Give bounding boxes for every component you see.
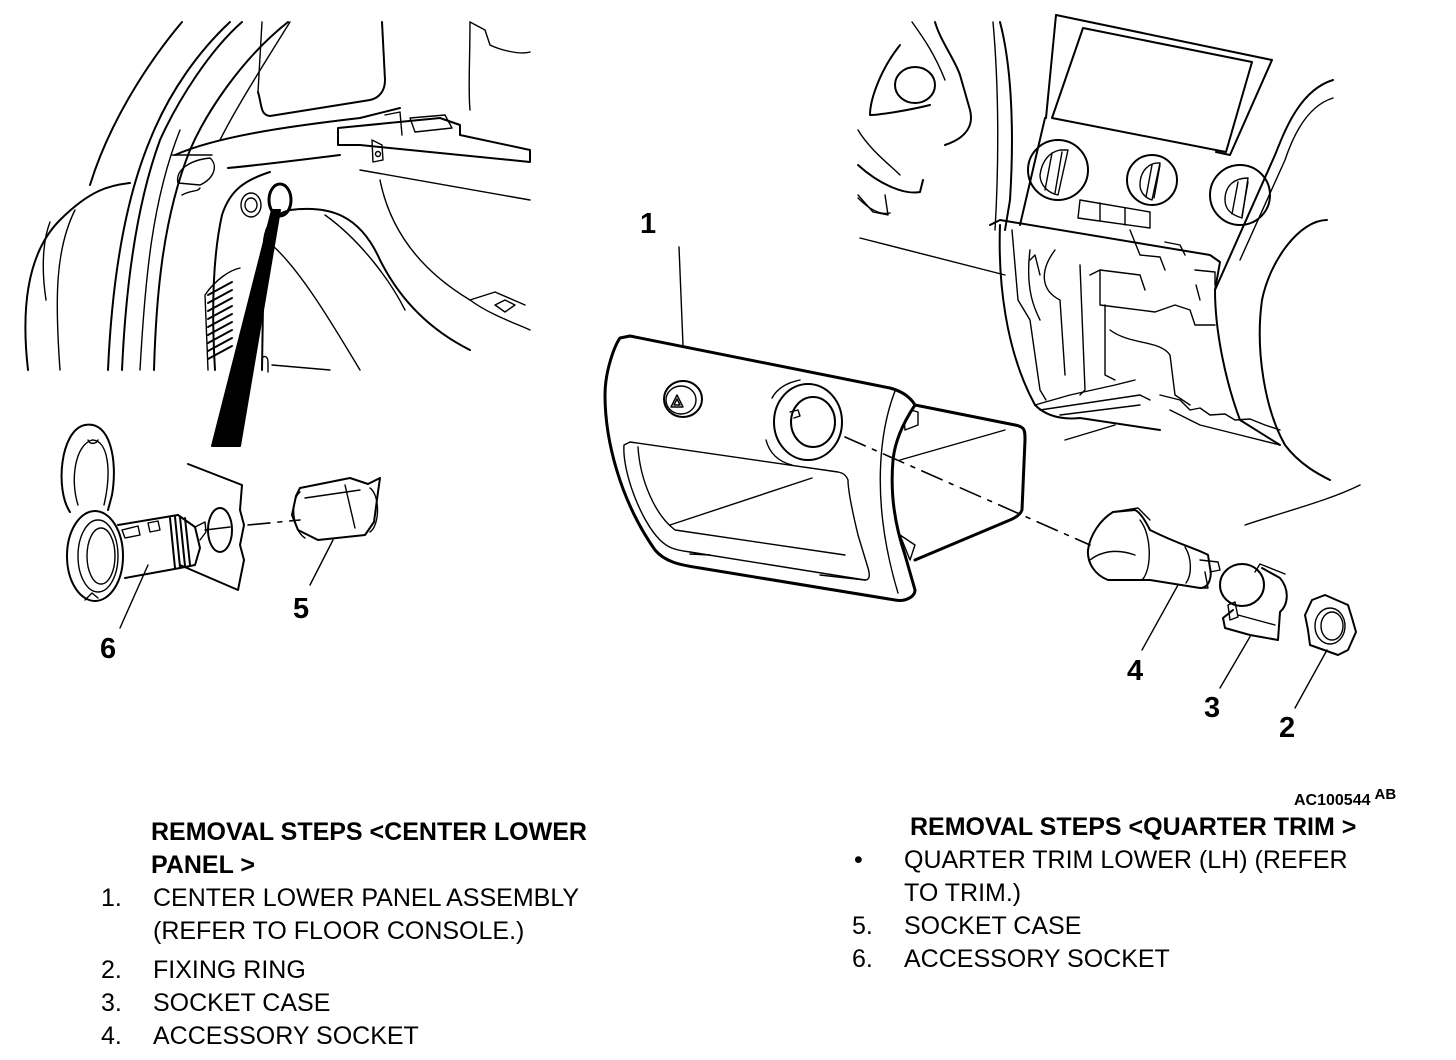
quarter-trim-removal-steps: REMOVAL STEPS <QUARTER TRIM > • QUARTER … <box>852 811 1432 976</box>
step-item: 2. FIXING RING <box>101 954 661 987</box>
callout-6: 6 <box>100 633 117 665</box>
step-text: ACCESSORY SOCKET <box>153 1022 419 1050</box>
dashboard-view <box>857 14 1361 526</box>
leader-4 <box>1141 584 1179 651</box>
step-item: 1. CENTER LOWER PANEL ASSEMBLY (REFER TO… <box>101 882 661 948</box>
center-panel-steps-heading: REMOVAL STEPS <CENTER LOWER PANEL > <box>101 816 661 882</box>
step-text: SOCKET CASE <box>153 989 331 1017</box>
step-number: 6. <box>852 945 873 973</box>
step-item: 4. ACCESSORY SOCKET <box>101 1020 661 1053</box>
bullet-icon: • <box>854 846 863 874</box>
step-text: QUARTER TRIM LOWER (LH) (REFER <box>904 846 1348 874</box>
step-number: 3. <box>101 989 122 1017</box>
leader-5 <box>309 539 334 586</box>
callout-3: 3 <box>1204 692 1221 724</box>
step-item: 5. SOCKET CASE <box>852 910 1432 943</box>
callout-1: 1 <box>640 208 657 240</box>
step-item: 3. SOCKET CASE <box>101 987 661 1020</box>
callout-2: 2 <box>1279 712 1296 744</box>
accessory-socket-4-illustration <box>1086 507 1221 589</box>
step-number: 2. <box>101 956 122 984</box>
step-number: 1. <box>101 884 122 912</box>
step-text: ACCESSORY SOCKET <box>904 945 1170 973</box>
step-number: 4. <box>101 1022 122 1050</box>
heading-line-1: REMOVAL STEPS <CENTER LOWER <box>151 818 587 846</box>
step-item: 6. ACCESSORY SOCKET <box>852 943 1432 976</box>
step-text: CENTER LOWER PANEL ASSEMBLY <box>153 884 580 912</box>
socket-case-3-illustration <box>1219 563 1288 641</box>
leader-2 <box>1294 649 1328 709</box>
accessory-socket-6-illustration <box>60 423 381 602</box>
center-panel-removal-steps: REMOVAL STEPS <CENTER LOWER PANEL > 1. C… <box>101 816 661 1053</box>
callout-4: 4 <box>1127 655 1144 687</box>
quarter-trim-view <box>24 21 531 447</box>
figure-number: AC100544 <box>1294 792 1371 809</box>
step-number: 5. <box>852 912 873 940</box>
leader-3 <box>1219 634 1252 689</box>
step-text-continued: TO TRIM.) <box>904 879 1022 907</box>
callout-5: 5 <box>293 593 310 625</box>
step-text: SOCKET CASE <box>904 912 1082 940</box>
heading-line-2: PANEL > <box>151 851 255 879</box>
step-item: • QUARTER TRIM LOWER (LH) (REFER TO TRIM… <box>852 844 1432 910</box>
step-text-continued: (REFER TO FLOOR CONSOLE.) <box>153 917 525 945</box>
fixing-ring-2-illustration <box>1304 594 1357 656</box>
leader-6 <box>119 564 149 629</box>
step-text: FIXING RING <box>153 956 306 984</box>
figure-revision: AB <box>1374 786 1397 803</box>
quarter-trim-steps-heading: REMOVAL STEPS <QUARTER TRIM > <box>910 813 1357 841</box>
center-lower-panel-1-illustration <box>603 334 1091 602</box>
leader-1 <box>678 246 684 346</box>
